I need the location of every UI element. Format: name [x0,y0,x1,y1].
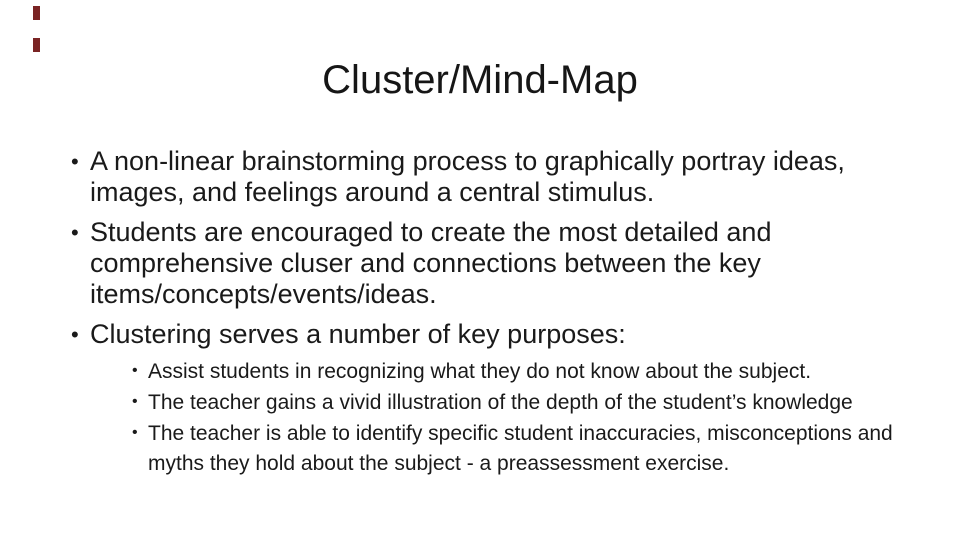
sub-bullet-text: Assist students in recognizing what they… [148,360,812,383]
sub-bullet-item: • The teacher gains a vivid illustration … [132,388,920,418]
accent-dash-icon [33,38,40,52]
slide-body: • A non-linear brainstorming process to g… [71,146,908,488]
sub-bullet-list: • Assist students in recognizing what the… [132,357,902,479]
bullet-item: • Clustering serves a number of key purpo… [71,319,902,479]
bullet-icon: • [71,322,79,347]
bullet-item: • A non-linear brainstorming process to g… [71,146,902,208]
bullet-icon: • [71,220,79,245]
sub-bullet-text: The teacher gains a vivid illustration o… [148,391,853,414]
bullet-icon: • [71,149,79,174]
bullet-icon: • [132,424,138,441]
sub-bullet-text: The teacher is able to identify specific… [148,422,893,475]
bullet-list: • A non-linear brainstorming process to g… [71,146,908,479]
sub-bullet-item: • Assist students in recognizing what the… [132,357,920,387]
sub-bullet-item: • The teacher is able to identify specifi… [132,419,920,479]
bullet-text: Clustering serves a number of key purpos… [90,319,626,349]
bullet-text: Students are encouraged to create the mo… [90,217,772,309]
bullet-icon: • [132,362,138,379]
accent-dash-icon [33,6,40,20]
slide-title: Cluster/Mind-Map [322,58,638,102]
bullet-item: • Students are encouraged to create the m… [71,217,902,310]
bullet-icon: • [132,393,138,410]
bullet-text: A non-linear brainstorming process to gr… [90,146,845,207]
